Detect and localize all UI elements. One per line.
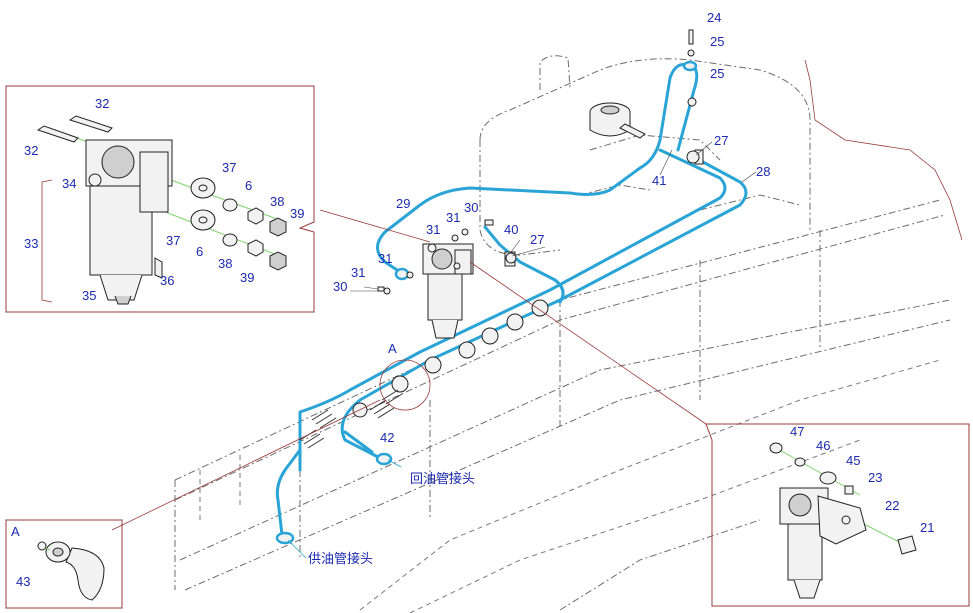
label-27-upper: 27: [714, 133, 728, 148]
label-45: 45: [846, 453, 860, 468]
right-inset: [705, 423, 970, 607]
label-35: 35: [82, 288, 96, 303]
label-43: 43: [16, 574, 30, 589]
label-25-top: 25: [710, 34, 724, 49]
label-27-lower: 27: [530, 232, 544, 247]
label-30-lower: 30: [333, 279, 347, 294]
label-33: 33: [24, 236, 38, 251]
fuel-filter-main: [422, 243, 474, 339]
label-31-mid: 31: [426, 222, 440, 237]
label-21: 21: [920, 520, 934, 535]
fuel-pipes: [275, 60, 748, 545]
view-a-marker: [379, 359, 431, 411]
label-40: 40: [504, 222, 518, 237]
label-22: 22: [885, 498, 899, 513]
label-32-top: 32: [95, 96, 109, 111]
label-6-top: 6: [245, 178, 252, 193]
filler-cap: [589, 102, 646, 139]
label-34: 34: [62, 176, 76, 191]
detail-a-inset: [5, 519, 123, 609]
label-31-left: 31: [351, 265, 365, 280]
label-42: 42: [380, 430, 394, 445]
label-detail-a: A: [11, 524, 20, 539]
label-32-left: 32: [24, 143, 38, 158]
label-leaders: [287, 141, 757, 559]
label-37-top: 37: [222, 160, 236, 175]
leader-to-right-inset: [469, 261, 707, 425]
label-25-mid: 25: [710, 66, 724, 81]
label-30-upper: 30: [464, 200, 478, 215]
label-29: 29: [396, 196, 410, 211]
pipe-clamps: [352, 149, 704, 418]
label-31-upper: 31: [446, 210, 460, 225]
leader-to-a-inset: [111, 399, 381, 531]
label-38-bottom: 38: [218, 256, 232, 271]
fuel-tank-outline: [479, 55, 811, 256]
label-39-top: 39: [290, 206, 304, 221]
label-31-lower: 31: [378, 251, 392, 266]
label-view-a: A: [388, 341, 397, 356]
label-28: 28: [756, 164, 770, 179]
leader-to-left-inset: [319, 209, 431, 243]
chassis-outline: [174, 199, 951, 613]
label-6-bottom: 6: [196, 244, 203, 259]
label-23: 23: [868, 470, 882, 485]
left-inset: [5, 85, 315, 313]
label-38-top: 38: [270, 194, 284, 209]
label-46: 46: [816, 438, 830, 453]
label-24: 24: [707, 10, 721, 25]
label-39-bottom: 39: [240, 270, 254, 285]
label-36: 36: [160, 273, 174, 288]
part-labels: 24 25 25 27 28 41 29 30 31 40 27 31 31 3…: [11, 10, 934, 589]
label-41: 41: [652, 173, 666, 188]
label-37-bottom: 37: [166, 233, 180, 248]
supply-fitting-callout: 供油管接头: [308, 551, 373, 567]
filter-hardware: [377, 29, 700, 295]
label-47: 47: [790, 424, 804, 439]
cab-outline: [804, 59, 963, 241]
return-fitting-callout: 回油管接头: [410, 471, 475, 487]
